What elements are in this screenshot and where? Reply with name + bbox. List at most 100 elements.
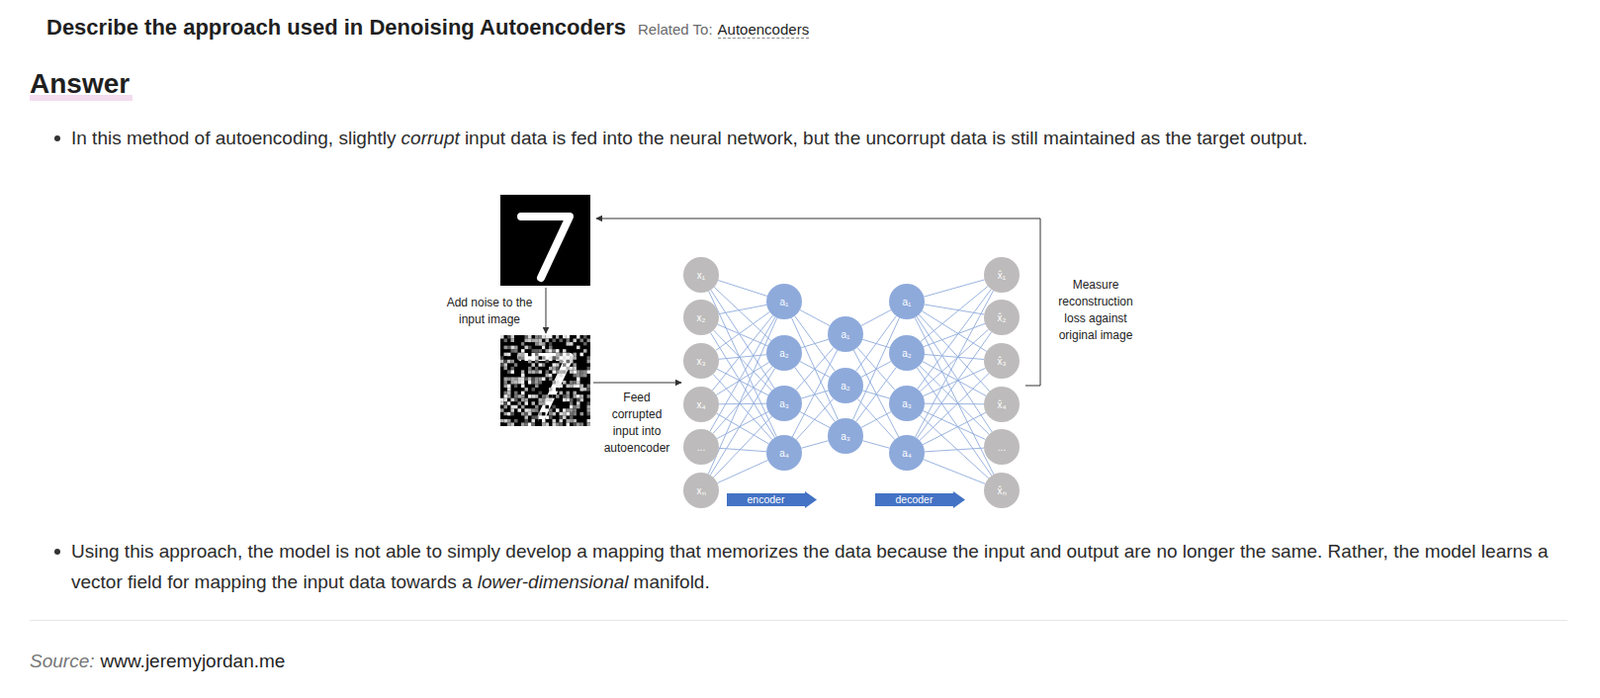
noise-pixel: [528, 369, 533, 374]
noise-pixel: [511, 412, 516, 417]
noise-pixel: [511, 405, 516, 410]
noise-pixel: [534, 349, 539, 354]
answer-text: Using this approach, the model is not ab…: [71, 540, 1548, 593]
noise-pixel: [525, 346, 530, 351]
noise-pixel: [552, 349, 557, 354]
noise-pixel: [514, 384, 519, 389]
related-label: Related To:: [637, 20, 713, 38]
noise-pixel: [552, 422, 557, 427]
noise-pixel: [566, 355, 571, 360]
connection-line: [800, 339, 829, 348]
noise-pixel: [573, 355, 578, 360]
noise-pixel: [583, 373, 588, 378]
node-label: x₁: [697, 269, 706, 281]
noise-pixel: [521, 339, 526, 344]
noise-pixel: [587, 405, 592, 410]
neuron-circle: a₄: [766, 435, 802, 471]
noise-pixel: [576, 415, 581, 420]
connection-line: [922, 367, 985, 396]
node-label: a₂: [779, 348, 789, 359]
noise-pixel: [583, 346, 588, 351]
noise-pixel: [562, 335, 567, 340]
arrow-band: encoder: [726, 491, 817, 509]
noise-pixel: [521, 398, 526, 403]
noise-pixel: [576, 346, 581, 351]
noise-pixel: [500, 422, 505, 427]
noise-pixel: [562, 362, 567, 367]
noise-pixel: [569, 394, 574, 399]
noise-pixel: [566, 422, 571, 427]
noise-pixel: [555, 394, 560, 399]
noise-pixel: [552, 362, 557, 367]
noise-pixel: [532, 380, 536, 385]
noise-pixel: [576, 380, 581, 385]
noise-pixel: [541, 419, 546, 424]
node-text: a₃: [901, 398, 912, 410]
neuron-circle: x̂₁: [983, 257, 1020, 293]
noise-pixel: [569, 359, 574, 364]
noise-pixel: [555, 335, 560, 340]
section-heading: Answer: [29, 68, 130, 99]
noise-pixel: [587, 359, 592, 364]
connection-line: [917, 288, 992, 389]
connection-line: [914, 317, 994, 475]
node-label: a₁: [780, 296, 790, 308]
noise-pixel: [569, 408, 574, 413]
noise-pixel: [573, 401, 578, 406]
noise-pixel: [576, 391, 581, 396]
emphasis-text: corrupt: [401, 127, 460, 149]
noise-pixel: [569, 366, 574, 371]
node-text: a₃: [779, 398, 790, 410]
noise-pixel: [514, 405, 519, 410]
connection-line: [716, 459, 768, 483]
noise-pixel: [521, 405, 526, 410]
noise-pixel: [532, 376, 536, 381]
neuron-circle: a₂: [766, 335, 802, 371]
connection-line: [710, 367, 775, 475]
noise-pixel: [559, 353, 564, 357]
noise-pixel: [500, 355, 505, 360]
digit-image: [500, 194, 591, 286]
noise-pixel: [555, 380, 560, 385]
noise-pixel: [545, 373, 550, 378]
neuron-circle: xₙ: [683, 472, 719, 509]
connection-line: [921, 311, 986, 353]
neuron-circle: a₃: [766, 385, 802, 422]
noise-pixel: [521, 373, 526, 378]
noise-pixel: [555, 366, 560, 371]
header-row: Describe the approach used in Denoising …: [46, 14, 809, 41]
node-label: x̂₁: [997, 269, 1006, 281]
noise-pixel: [500, 408, 505, 413]
noise-pixel: [532, 401, 536, 406]
noise-pixel: [504, 398, 509, 403]
noise-pixel: [504, 419, 509, 424]
noise-pixel: [576, 398, 581, 403]
noise-pixel: [559, 422, 564, 427]
noise-pixel: [507, 369, 512, 374]
noise-pixel: [534, 353, 539, 357]
noise-pixel: [548, 366, 553, 371]
noise-pixel: [538, 376, 543, 381]
noise-pixel: [545, 398, 550, 403]
noise-pixel: [514, 398, 519, 403]
noise-pixel: [514, 412, 519, 417]
noise-pixel: [569, 415, 574, 420]
noise-pixel: [507, 391, 512, 396]
noise-pixel: [559, 391, 564, 396]
noise-pixel: [545, 349, 550, 354]
node-text: x₃: [696, 355, 706, 367]
noise-pixel: [514, 376, 519, 381]
noise-pixel: [511, 359, 516, 364]
connection-line: [919, 415, 988, 479]
connection-line: [922, 411, 985, 441]
noise-pixel: [541, 346, 546, 351]
noise-pixel: [518, 353, 523, 357]
connection-line: [861, 411, 891, 428]
noise-pixel: [528, 419, 533, 424]
noise-pixel: [566, 366, 571, 371]
connection-line: [716, 413, 770, 445]
noise-pixel: [534, 419, 539, 424]
noise-pixel: [507, 346, 512, 351]
node-text: xₙ: [697, 485, 707, 497]
noise-pixel: [532, 394, 536, 399]
